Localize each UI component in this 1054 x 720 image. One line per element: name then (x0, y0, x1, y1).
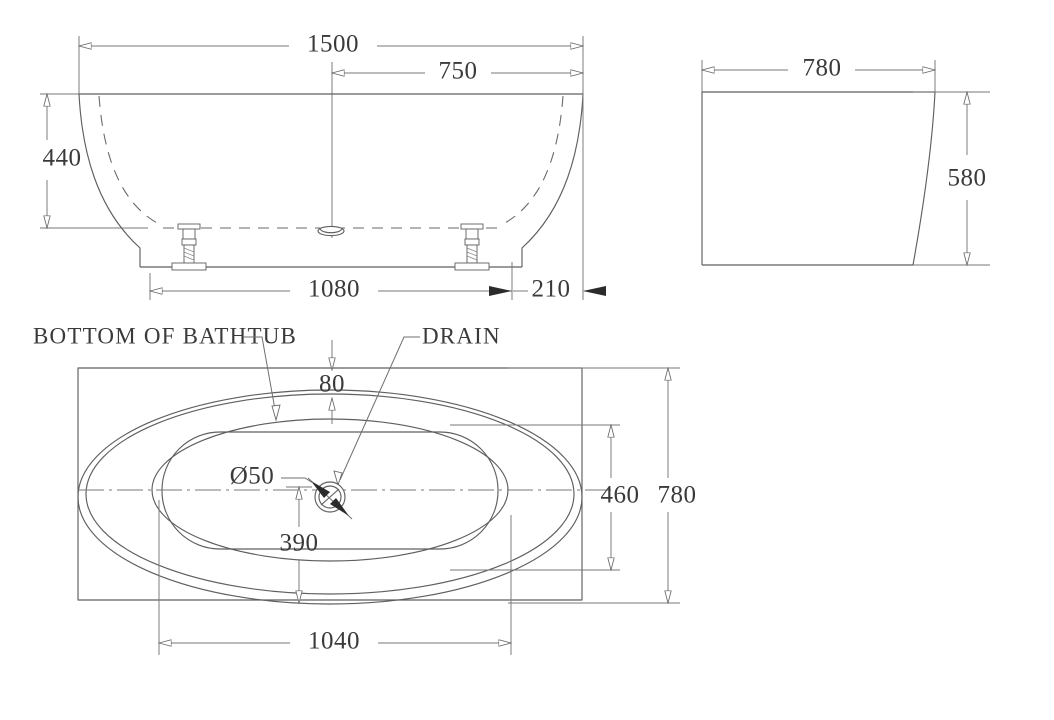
side-elevation-view: 780 580 (702, 55, 990, 265)
tub-outer-rim-oval (77, 389, 583, 605)
dimension-80: 80 (319, 340, 345, 424)
dimension-1500: 1500 (79, 31, 583, 95)
dimension-1080: 1080 (150, 262, 513, 303)
dimension-440: 440 (40, 94, 148, 228)
tub-outer-profile-right (521, 93, 584, 267)
dim-label-580: 580 (948, 165, 987, 192)
dimension-1040: 1040 (159, 500, 511, 655)
tub-outer-profile-left (78, 93, 141, 267)
dimension-210: 210 (513, 94, 606, 303)
drain-symbol (307, 477, 353, 520)
dim-label-1040: 1040 (308, 628, 360, 655)
label-text-drain: DRAIN (422, 323, 501, 348)
dim-label-80: 80 (319, 371, 345, 398)
label-drain: DRAIN (333, 323, 501, 487)
plan-view: BOTTOM OF BATHTUB DRAIN 80 (33, 323, 697, 655)
dimension-580: 580 (913, 92, 990, 265)
dimension-460: 460 (450, 425, 640, 570)
tub-foot-right (454, 223, 490, 271)
drain-elevation-marker (317, 225, 345, 237)
dim-label-1080: 1080 (308, 276, 360, 303)
dim-label-1500: 1500 (307, 31, 359, 58)
dimension-d50: Ø50 (230, 463, 314, 490)
dim-label-780-plan: 780 (658, 482, 697, 509)
dim-label-780-side: 780 (803, 55, 842, 82)
dimension-750: 750 (332, 58, 583, 238)
dimension-390: 390 (280, 487, 319, 603)
dim-label-390: 390 (280, 530, 319, 557)
tub-foot-left (171, 223, 207, 271)
label-bottom-of-bathtub: BOTTOM OF BATHTUB (33, 323, 297, 422)
dimension-780-plan: 780 (508, 368, 697, 603)
dim-label-d50: Ø50 (230, 463, 275, 490)
side-right-profile-curve (912, 91, 936, 266)
dim-label-750: 750 (439, 58, 478, 85)
dim-label-440: 440 (43, 145, 82, 172)
tub-inner-profile-left-hidden (98, 95, 164, 227)
label-text-bottom-of-bathtub: BOTTOM OF BATHTUB (33, 323, 297, 348)
tub-inner-profile-right-hidden (498, 95, 564, 227)
tub-rim-offset-oval (85, 393, 575, 595)
dimension-780-side: 780 (702, 55, 935, 92)
dim-label-210: 210 (532, 276, 571, 303)
dim-label-460: 460 (601, 482, 640, 509)
front-elevation-view: 1500 750 440 (40, 31, 606, 303)
